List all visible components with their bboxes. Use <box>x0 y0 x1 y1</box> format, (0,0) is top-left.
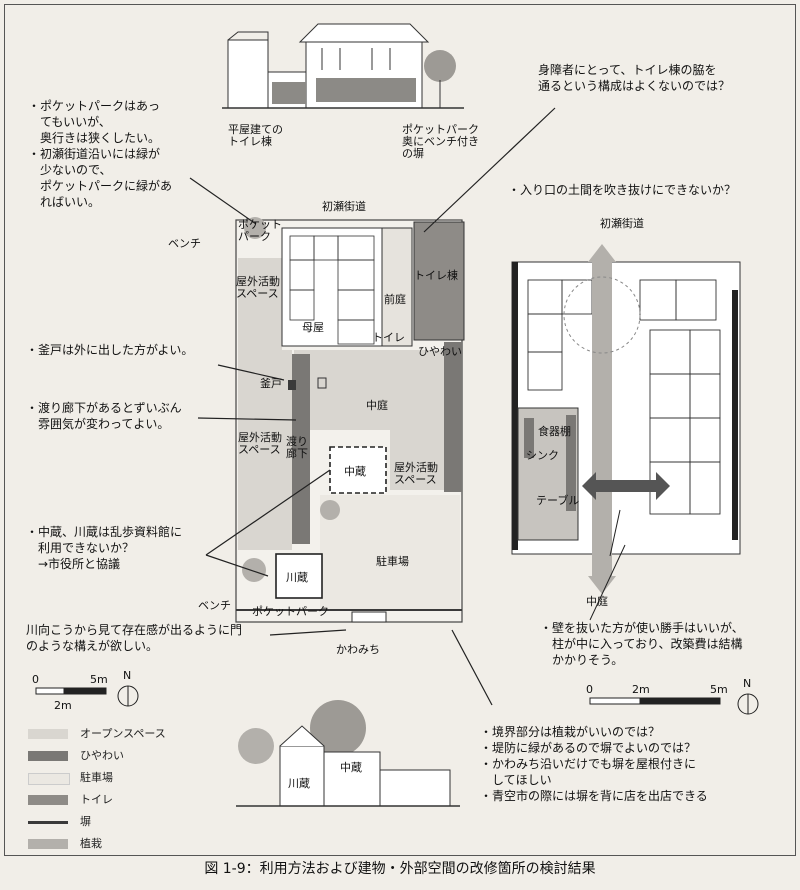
scale-right-5m: 5m <box>710 683 728 696</box>
label-hiyawai: ひやわい <box>418 345 462 358</box>
section-label-naka-kura: 中蔵 <box>340 761 362 774</box>
label-pocket-park-top: ポケット パーク <box>238 218 282 243</box>
label-bench-wall: ポケットパーク 奥にベンチ付き の塀 <box>402 123 479 160</box>
label-kawa-kura: 川蔵 <box>286 571 308 584</box>
legend-label: 植栽 <box>80 837 102 850</box>
north-arrow-right: N <box>743 677 752 690</box>
label-toilet: トイレ <box>372 331 405 344</box>
top-elevation <box>222 23 464 109</box>
leader-lines <box>189 107 556 706</box>
scale-bar-right <box>589 693 759 715</box>
label-naka-kura: 中蔵 <box>344 465 366 478</box>
detail-label-table: テーブル <box>536 494 580 507</box>
scale-bar-left <box>35 685 139 707</box>
label-corridor: 渡り 廊下 <box>286 435 308 460</box>
legend-swatch <box>28 839 68 849</box>
scale-left-5m: 5m <box>90 673 108 686</box>
legend-swatch <box>28 773 70 785</box>
label-toilet-building: トイレ棟 <box>414 269 458 282</box>
legend-swatch <box>28 821 68 824</box>
legend-label: 塀 <box>80 815 91 828</box>
legend-label: 駐車場 <box>80 771 113 784</box>
legend-label: トイレ <box>80 793 113 806</box>
site-plan <box>235 217 465 623</box>
note-kura: ・中蔵、川蔵は乱歩資料館に 利用できないか？ →市役所と協議 <box>26 525 183 571</box>
bottom-elevation <box>236 700 460 807</box>
legend-swatch <box>28 751 68 761</box>
note-boundary: ・境界部分は植栽がいいのでは？ ・堤防に緑があるので塀でよいのでは？ ・かわみち… <box>480 725 708 803</box>
legend-swatch <box>28 795 68 805</box>
label-bench-bottom: ベンチ <box>198 599 231 612</box>
label-kamado: 釜戸 <box>260 377 282 390</box>
scale-left-zero: 0 <box>32 673 39 686</box>
detail-label-sink: シンク <box>526 449 559 462</box>
figure-caption: 図 1-9：利用方法および建物・外部空間の改修箇所の検討結果 <box>204 861 596 877</box>
detail-label-hase-road: 初瀬街道 <box>600 217 644 230</box>
note-gate: 川向こうから見て存在感が出るように門 のような構えが欲しい。 <box>26 623 243 653</box>
note-corridor: ・渡り廊下があるとずいぶん 雰囲気が変わってよい。 <box>26 401 182 431</box>
scale-right-2m: 2m <box>632 683 650 696</box>
note-kamado: ・釜戸は外に出した方がよい。 <box>26 343 194 357</box>
scale-left-2m: 2m <box>54 699 72 712</box>
detail-label-cupboard: 食器棚 <box>538 425 571 438</box>
label-outdoor-space-2: 屋外活動 スペース <box>238 431 282 456</box>
section-label-kawa-kura: 川蔵 <box>288 777 310 790</box>
legend-label: オープンスペース <box>80 727 166 740</box>
legend-label: ひやわい <box>80 749 124 762</box>
note-pocket-park: ・ポケットパークはあっ てもいいが、 奥行きは狭くしたい。 ・初瀬街道沿いには緑… <box>28 99 173 209</box>
figure-frame <box>4 4 796 856</box>
note-toilet-path: 身障者にとって、トイレ棟の脇を 通るという構成はよくないのでは？ <box>538 63 731 93</box>
label-pocket-park-bottom: ポケットパーク <box>252 605 329 618</box>
label-front-garden: 前庭 <box>384 293 406 306</box>
detail-label-courtyard: 中庭 <box>586 595 608 608</box>
scale-right-zero: 0 <box>586 683 593 696</box>
detail-plan <box>511 244 741 621</box>
label-parking: 駐車場 <box>376 555 409 568</box>
label-outdoor-space-1: 屋外活動 スペース <box>236 275 280 300</box>
label-main-house: 母屋 <box>302 321 324 334</box>
label-courtyard: 中庭 <box>366 399 388 412</box>
label-toilet-annex: 平屋建ての トイレ棟 <box>228 123 283 148</box>
label-hase-road: 初瀬街道 <box>322 200 366 213</box>
label-bench-top: ベンチ <box>168 237 201 250</box>
note-wall: ・壁を抜いた方が使い勝手はいいが、 柱が中に入っており、改築費は結構 かかりそう… <box>540 621 744 667</box>
legend-swatch <box>28 729 68 739</box>
note-fukinuke: ・入り口の土間を吹き抜けにできないか？ <box>508 183 737 197</box>
label-outdoor-space-3: 屋外活動 スペース <box>394 461 438 486</box>
north-arrow-left: N <box>123 669 132 682</box>
label-kawamichi: かわみち <box>336 643 380 656</box>
